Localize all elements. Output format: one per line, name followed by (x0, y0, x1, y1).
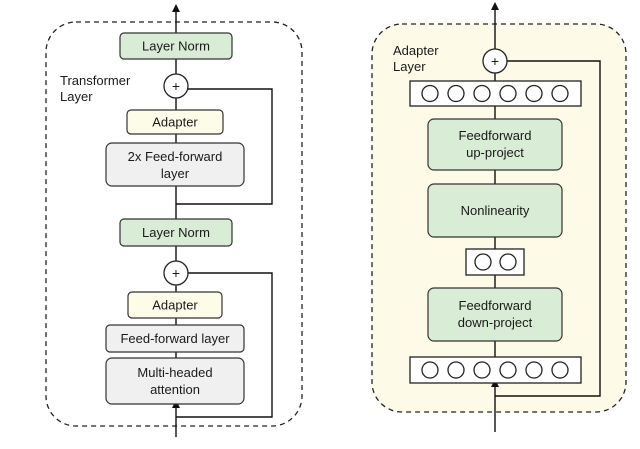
adapter-layer-panel: Adapter Layer + Feedforward up-project (371, 2, 627, 432)
feedforward-up-project-label-line2: up-project (466, 145, 524, 160)
top-adapter-box (126, 109, 224, 135)
bottom-adapter-label: Adapter (152, 298, 198, 313)
feedforward-up-project-box (427, 118, 563, 171)
double-feed-forward-box (105, 142, 245, 187)
top-add-symbol: + (172, 78, 180, 94)
mid-layer-norm-box (119, 218, 233, 247)
skip-connection-top (176, 88, 273, 205)
vector-unit (447, 84, 465, 103)
transformer-layer-border (45, 21, 303, 427)
bottom-add-node (163, 260, 189, 286)
adapter-layer-caption-line1: Adapter (393, 43, 439, 58)
vector-unit (474, 253, 492, 271)
nonlinearity-box (427, 183, 563, 238)
vector-unit (499, 84, 517, 103)
vector-unit (473, 84, 491, 103)
feedforward-down-project-label-line2: down-project (458, 315, 533, 330)
feedforward-up-project-label-line1: Feedforward (459, 128, 532, 143)
multi-headed-attention-label-line2: attention (150, 382, 200, 397)
double-feed-forward-label-line2: layer (161, 166, 190, 181)
vector-unit (525, 361, 543, 379)
bottom-add-symbol: + (172, 265, 180, 281)
feed-forward-layer-label: Feed-forward layer (120, 331, 230, 346)
adapter-skip-connection (495, 60, 601, 397)
vector-unit (551, 84, 569, 103)
vector-unit (551, 361, 569, 379)
skip-connection-bottom (176, 272, 273, 418)
adapter-add-node (482, 48, 508, 74)
vector-unit (473, 361, 491, 379)
top-adapter-label: Adapter (152, 115, 198, 130)
transformer-layer-caption-line1: Transformer (60, 73, 131, 88)
transformer-layer-panel: Transformer Layer Layer Norm + Adapter 2… (45, 4, 303, 437)
vector-unit (499, 361, 517, 379)
transformer-layer-caption-line2: Layer (60, 89, 93, 104)
nonlinearity-label: Nonlinearity (461, 203, 530, 218)
feedforward-down-project-box (427, 287, 563, 342)
feedforward-down-project-label-line1: Feedforward (459, 298, 532, 313)
adapter-layer-caption-line2: Layer (393, 59, 426, 74)
bottom-adapter-box (127, 291, 223, 319)
input-vector (409, 356, 582, 384)
mid-layer-norm-label: Layer Norm (142, 225, 210, 240)
vector-unit (525, 84, 543, 103)
multi-headed-attention-box (105, 357, 245, 405)
vector-unit (447, 361, 465, 379)
bottleneck-vector (465, 248, 525, 276)
multi-headed-attention-label-line1: Multi-headed (137, 365, 212, 380)
feed-forward-layer-box (105, 324, 245, 353)
double-feed-forward-label-line1: 2x Feed-forward (128, 149, 223, 164)
adapter-add-symbol: + (491, 53, 499, 69)
top-add-node (163, 73, 189, 99)
vector-unit (421, 361, 439, 379)
vector-unit (421, 84, 439, 103)
top-layer-norm-box (119, 32, 233, 60)
top-layer-norm-label: Layer Norm (142, 39, 210, 54)
vector-unit (499, 253, 517, 271)
output-vector (409, 80, 582, 107)
